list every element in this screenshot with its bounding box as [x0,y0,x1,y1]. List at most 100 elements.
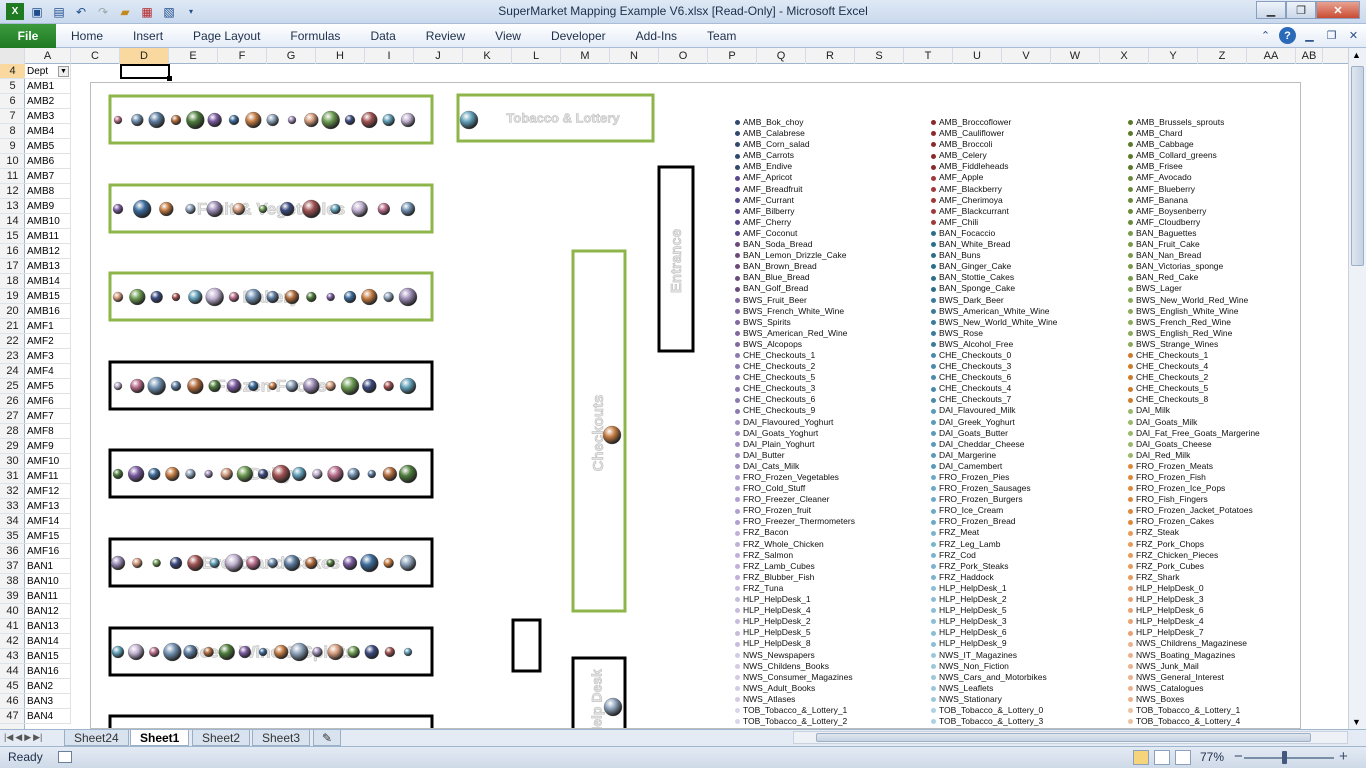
row-header-20[interactable]: 20 [0,304,25,319]
dept-cell[interactable]: AMB9 [25,199,71,214]
insert-sheet-icon[interactable]: ✎ [313,730,341,746]
legend-entry[interactable]: TOB_Tobacco_&_Lottery_4 [1128,716,1260,727]
legend-entry[interactable]: CHE_Checkouts_9 [735,405,855,416]
legend-entry[interactable]: BWS_Fruit_Beer [735,295,855,306]
legend-entry[interactable]: FRZ_Bacon [735,527,855,538]
legend-entry[interactable]: AMF_Blueberry [1128,184,1260,195]
dept-cell[interactable]: BAN4 [25,709,71,724]
save-icon[interactable]: ▣ [31,4,43,19]
dept-cell[interactable]: AMF3 [25,349,71,364]
row-header-32[interactable]: 32 [0,484,25,499]
ribbon-tab-view[interactable]: View [495,29,521,43]
legend-entry[interactable]: BWS_Spirits [735,317,855,328]
dept-cell[interactable]: BAN16 [25,664,71,679]
zoom-slider-track[interactable] [1244,757,1334,759]
first-sheet-icon[interactable]: |◀ [4,732,14,742]
legend-entry[interactable]: HLP_HelpDesk_5 [735,627,855,638]
legend-entry[interactable]: BWS_Alcohol_Free [931,339,1057,350]
legend-entry[interactable]: DAI_Flavoured_Yoghurt [735,417,855,428]
ribbon-tab-data[interactable]: Data [370,29,396,43]
dept-cell[interactable]: AMB8 [25,184,71,199]
legend-entry[interactable]: BAN_Brown_Bread [735,261,855,272]
row-header-6[interactable]: 6 [0,94,25,109]
legend-entry[interactable]: NWS_Adult_Books [735,683,855,694]
dept-cell[interactable]: BAN1 [25,559,71,574]
legend-entry[interactable]: CHE_Checkouts_5 [1128,383,1260,394]
legend-entry[interactable]: DAI_Greek_Yoghurt [931,417,1057,428]
legend-entry[interactable]: FRO_Frozen_Meats [1128,461,1260,472]
legend-entry[interactable]: FRO_Frozen_Sausages [931,483,1057,494]
legend-entry[interactable]: AMF_Cherry [735,217,855,228]
ribbon-tab-page-layout[interactable]: Page Layout [193,29,261,43]
vertical-scroll-thumb[interactable] [1351,66,1364,266]
row-header-41[interactable]: 41 [0,619,25,634]
legend-entry[interactable]: NWS_Leaflets [931,683,1057,694]
ribbon-tab-team[interactable]: Team [707,29,737,43]
column-header-aa[interactable]: AA [1247,48,1296,64]
zoom-out-button[interactable]: − [1234,748,1243,765]
dept-cell[interactable]: AMB2 [25,94,71,109]
column-header-u[interactable]: U [953,48,1002,64]
legend-entry[interactable]: FRZ_Blubber_Fish [735,572,855,583]
legend-entry[interactable]: CHE_Checkouts_3 [735,383,855,394]
row-header-19[interactable]: 19 [0,289,25,304]
legend-entry[interactable]: AMF_Banana [1128,195,1260,206]
legend-entry[interactable]: NWS_Childrens_Magazinese [1128,638,1260,649]
legend-entry[interactable]: NWS_General_Interest [1128,672,1260,683]
legend-entry[interactable]: HLP_HelpDesk_1 [931,583,1057,594]
dept-header-cell[interactable]: Dept [25,64,71,79]
row-header-36[interactable]: 36 [0,544,25,559]
row-header-28[interactable]: 28 [0,424,25,439]
legend-entry[interactable]: FRO_Frozen_Fish [1128,472,1260,483]
legend-entry[interactable]: BWS_French_Red_Wine [1128,317,1260,328]
legend-entry[interactable]: AMB_Collard_greens [1128,150,1260,161]
column-header-z[interactable]: Z [1198,48,1247,64]
legend-entry[interactable]: FRO_Fish_Fingers [1128,494,1260,505]
dept-cell[interactable]: BAN2 [25,679,71,694]
column-header-ab[interactable]: AB [1296,48,1323,64]
row-header-30[interactable]: 30 [0,454,25,469]
row-header-15[interactable]: 15 [0,229,25,244]
row-header-21[interactable]: 21 [0,319,25,334]
legend-entry[interactable]: NWS_Boxes [1128,694,1260,705]
row-header-33[interactable]: 33 [0,499,25,514]
row-header-47[interactable]: 47 [0,709,25,724]
row-header-14[interactable]: 14 [0,214,25,229]
legend-entry[interactable]: BAN_Fruit_Cake [1128,239,1260,250]
legend-entry[interactable]: DAI_Butter [735,450,855,461]
redo-icon[interactable]: ↷ [97,4,109,19]
file-tab[interactable]: File [0,24,56,48]
column-header-i[interactable]: I [365,48,414,64]
row-header-35[interactable]: 35 [0,529,25,544]
dept-cell[interactable]: BAN3 [25,694,71,709]
row-header-26[interactable]: 26 [0,394,25,409]
dept-cell[interactable]: BAN14 [25,634,71,649]
legend-entry[interactable]: AMF_Currant [735,195,855,206]
collapse-ribbon-icon[interactable]: ⌃ [1260,30,1271,42]
legend-entry[interactable]: NWS_Stationary [931,694,1057,705]
legend-entry[interactable]: BAN_Nan_Bread [1128,250,1260,261]
legend-entry[interactable]: NWS_IT_Magazines [931,650,1057,661]
legend-entry[interactable]: FRO_Frozen_Burgers [931,494,1057,505]
row-header-29[interactable]: 29 [0,439,25,454]
page-break-view-icon[interactable] [1175,750,1191,765]
row-header-39[interactable]: 39 [0,589,25,604]
legend-entry[interactable]: BWS_Lager [1128,283,1260,294]
dept-cell[interactable]: AMF11 [25,469,71,484]
ribbon-tab-add-ins[interactable]: Add-Ins [635,29,678,43]
column-header-s[interactable]: S [855,48,904,64]
legend-entry[interactable]: HLP_HelpDesk_9 [931,638,1057,649]
legend-entry[interactable]: FRZ_Pork_Chops [1128,539,1260,550]
legend-entry[interactable]: CHE_Checkouts_7 [931,394,1057,405]
legend-entry[interactable]: FRZ_Cod [931,550,1057,561]
dept-cell[interactable]: AMB5 [25,139,71,154]
legend-entry[interactable]: CHE_Checkouts_1 [1128,350,1260,361]
legend-entry[interactable]: AMB_Chard [1128,128,1260,139]
normal-view-icon[interactable] [1133,750,1149,765]
column-header-a[interactable]: A [25,48,71,64]
legend-entry[interactable]: AMB_Cabbage [1128,139,1260,150]
legend-entry[interactable]: HLP_HelpDesk_2 [735,616,855,627]
legend-entry[interactable]: DAI_Goats_Butter [931,428,1057,439]
legend-entry[interactable]: AMF_Cloudberry [1128,217,1260,228]
row-header-44[interactable]: 44 [0,664,25,679]
